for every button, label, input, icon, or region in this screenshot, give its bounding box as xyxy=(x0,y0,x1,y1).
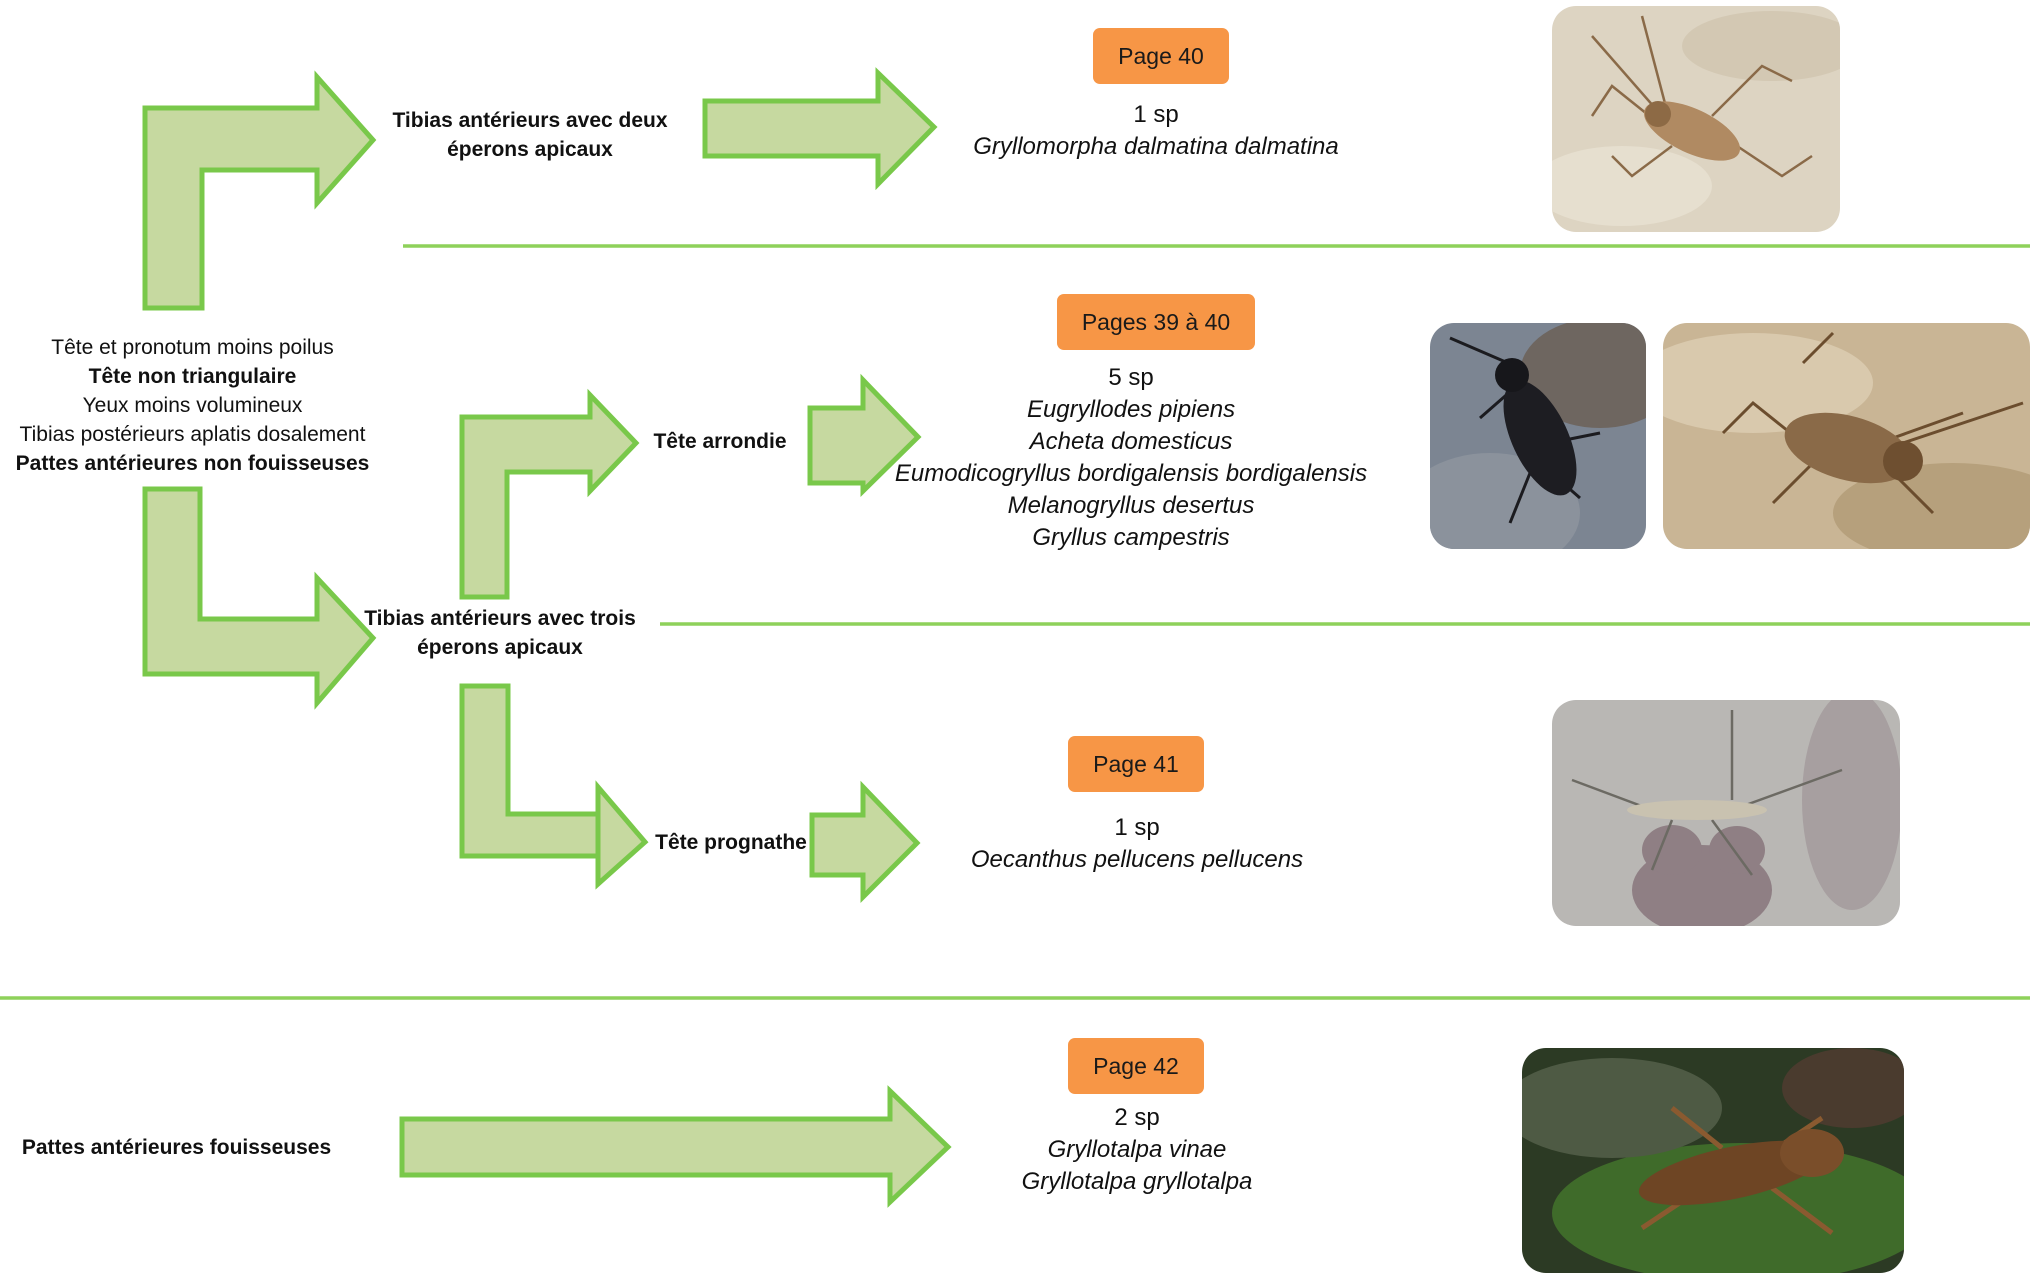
criteria-block-non-burrowing: Tête et pronotum moins poilus Tête non t… xyxy=(0,333,385,478)
criterion-line: éperons apicaux xyxy=(447,138,613,161)
criterion-prognathous-head: Tête prognathe xyxy=(655,831,807,854)
cricket-photo-brown-on-soil xyxy=(1663,323,2030,549)
page-badge: Page 42 xyxy=(1068,1038,1204,1094)
arrow-to-prognathous-head xyxy=(459,683,649,890)
page-badge: Pages 39 à 40 xyxy=(1057,294,1255,350)
arrow-prognathous-to-result xyxy=(809,780,921,904)
arrow-to-two-spurs xyxy=(142,70,377,311)
species-name: Acheta domesticus xyxy=(1029,428,1233,455)
species-name: Gryllotalpa vinae xyxy=(1047,1136,1227,1163)
cricket-photo-mole-cricket-on-leaf xyxy=(1522,1048,1904,1273)
page-badge: Page 40 xyxy=(1093,28,1229,84)
arrow-burrowing-to-result xyxy=(399,1085,952,1208)
criterion-line: Tête non triangulaire xyxy=(88,365,297,388)
species-count: 1 sp xyxy=(1133,101,1179,128)
species-count: 1 sp xyxy=(1114,814,1160,841)
species-count: 5 sp xyxy=(1108,364,1154,391)
criterion-two-spurs: Tibias antérieurs avec deux éperons apic… xyxy=(380,106,680,164)
criterion-line: Tête et pronotum moins poilus xyxy=(51,336,334,359)
arrow-to-three-spurs xyxy=(142,486,377,710)
criterion-line: éperons apicaux xyxy=(417,636,583,659)
arrow-to-round-head xyxy=(459,388,640,600)
arrow-round-head-to-result xyxy=(807,373,922,497)
species-name: Melanogryllus desertus xyxy=(1007,492,1255,519)
criterion-line: Tibias antérieurs avec trois xyxy=(364,607,636,630)
cricket-photo-tree-cricket-on-flower xyxy=(1552,700,1900,926)
species-name: Gryllomorpha dalmatina dalmatina xyxy=(973,133,1339,160)
species-name: Eumodicogryllus bordigalensis bordigalen… xyxy=(894,460,1368,487)
species-name: Eugryllodes pipiens xyxy=(1026,396,1236,423)
species-name: Gryllotalpa gryllotalpa xyxy=(1021,1168,1253,1195)
criterion-three-spurs: Tibias antérieurs avec trois éperons api… xyxy=(350,604,650,662)
criterion-line: Pattes antérieures non fouisseuses xyxy=(15,452,370,475)
cricket-photo-black-on-rock xyxy=(1430,323,1646,549)
criterion-burrowing: Pattes antérieures fouisseuses xyxy=(21,1136,332,1159)
arrow-two-spurs-to-result xyxy=(702,67,938,191)
species-name: Gryllus campestris xyxy=(1032,524,1230,551)
criterion-line: Tibias postérieurs aplatis dosalement xyxy=(19,423,366,446)
criterion-line: Yeux moins volumineux xyxy=(82,394,303,417)
criterion-round-head: Tête arrondie xyxy=(653,430,787,453)
cricket-photo-pale-on-sand xyxy=(1552,6,1840,232)
species-name: Oecanthus pellucens pellucens xyxy=(970,846,1304,873)
criterion-line: Tibias antérieurs avec deux xyxy=(392,109,668,132)
species-count: 2 sp xyxy=(1114,1104,1160,1131)
page-badge: Page 41 xyxy=(1068,736,1204,792)
